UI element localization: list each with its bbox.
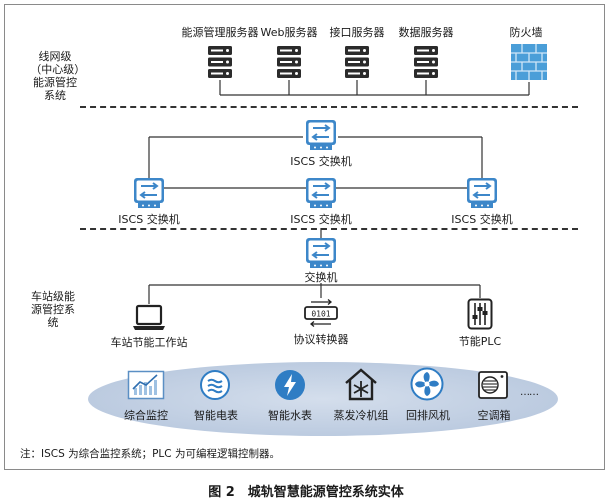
- laptop-icon: [133, 304, 165, 330]
- field-label-meter: 智能电表: [194, 409, 238, 422]
- server-icon: [344, 45, 370, 79]
- firewall-label: 防火墙: [509, 26, 543, 39]
- firewall-icon: [511, 44, 547, 80]
- server-icon: [207, 45, 233, 79]
- server-icon: [413, 45, 439, 79]
- field-label-evaporative-chiller: 蒸发冷机组: [333, 409, 389, 422]
- protocol-converter-label: 协议转换器: [293, 333, 349, 346]
- line-level-separator: [80, 106, 578, 108]
- line-level-label: 线网级（中心级）能源管控系统: [30, 50, 80, 102]
- server-label-data: 数据服务器: [398, 26, 454, 39]
- station-level-label: 车站级能源管控系统: [31, 290, 75, 329]
- diagram-frame: [4, 4, 605, 470]
- workstation-label: 车站节能工作站: [110, 336, 188, 349]
- iscs-switch-left-label: ISCS 交换机: [118, 213, 180, 226]
- server-label-web: Web服务器: [260, 26, 318, 39]
- server-icon: [276, 45, 302, 79]
- field-label-ac-box: 空调箱: [477, 409, 511, 422]
- field-label-monitoring: 综合监控: [124, 409, 168, 422]
- lightning-icon: [275, 370, 305, 400]
- iscs-switch-right-icon: [465, 176, 499, 210]
- iscs-switch-middle-label: ISCS 交换机: [290, 213, 352, 226]
- station-level-separator: [80, 228, 578, 230]
- plc-icon: [467, 298, 493, 330]
- ac-unit-icon: [478, 371, 508, 399]
- snowflake-house-icon: [345, 368, 377, 401]
- iscs-switch-right-label: ISCS 交换机: [451, 213, 513, 226]
- iscs-switch-top-label: ISCS 交换机: [290, 155, 352, 168]
- field-label-water-meter: 智能水表: [268, 409, 312, 422]
- svg-text:0101: 0101: [311, 310, 330, 319]
- iscs-switch-left-icon: [132, 176, 166, 210]
- plc-label: 节能PLC: [458, 335, 502, 348]
- station-switch-label: 交换机: [304, 271, 338, 284]
- figure-caption: 图 2 城轨智慧能源管控系统实体: [208, 485, 404, 500]
- iscs-switch-middle-icon: [304, 176, 338, 210]
- server-label-interface: 接口服务器: [329, 26, 385, 39]
- fan-icon: [410, 367, 444, 401]
- monitor-chart-icon: [127, 370, 165, 400]
- more-devices-ellipsis: ……: [520, 387, 539, 398]
- station-switch-icon: [304, 236, 338, 270]
- protocol-converter-icon: 0101: [304, 299, 338, 327]
- iscs-switch-top-icon: [304, 118, 338, 152]
- meter-icon: [200, 370, 230, 400]
- field-label-exhaust-fan: 回排风机: [406, 409, 450, 422]
- footnote: 注：ISCS 为综合监控系统；PLC 为可编程逻辑控制器。: [20, 448, 280, 460]
- server-label-energy: 能源管理服务器: [181, 26, 259, 39]
